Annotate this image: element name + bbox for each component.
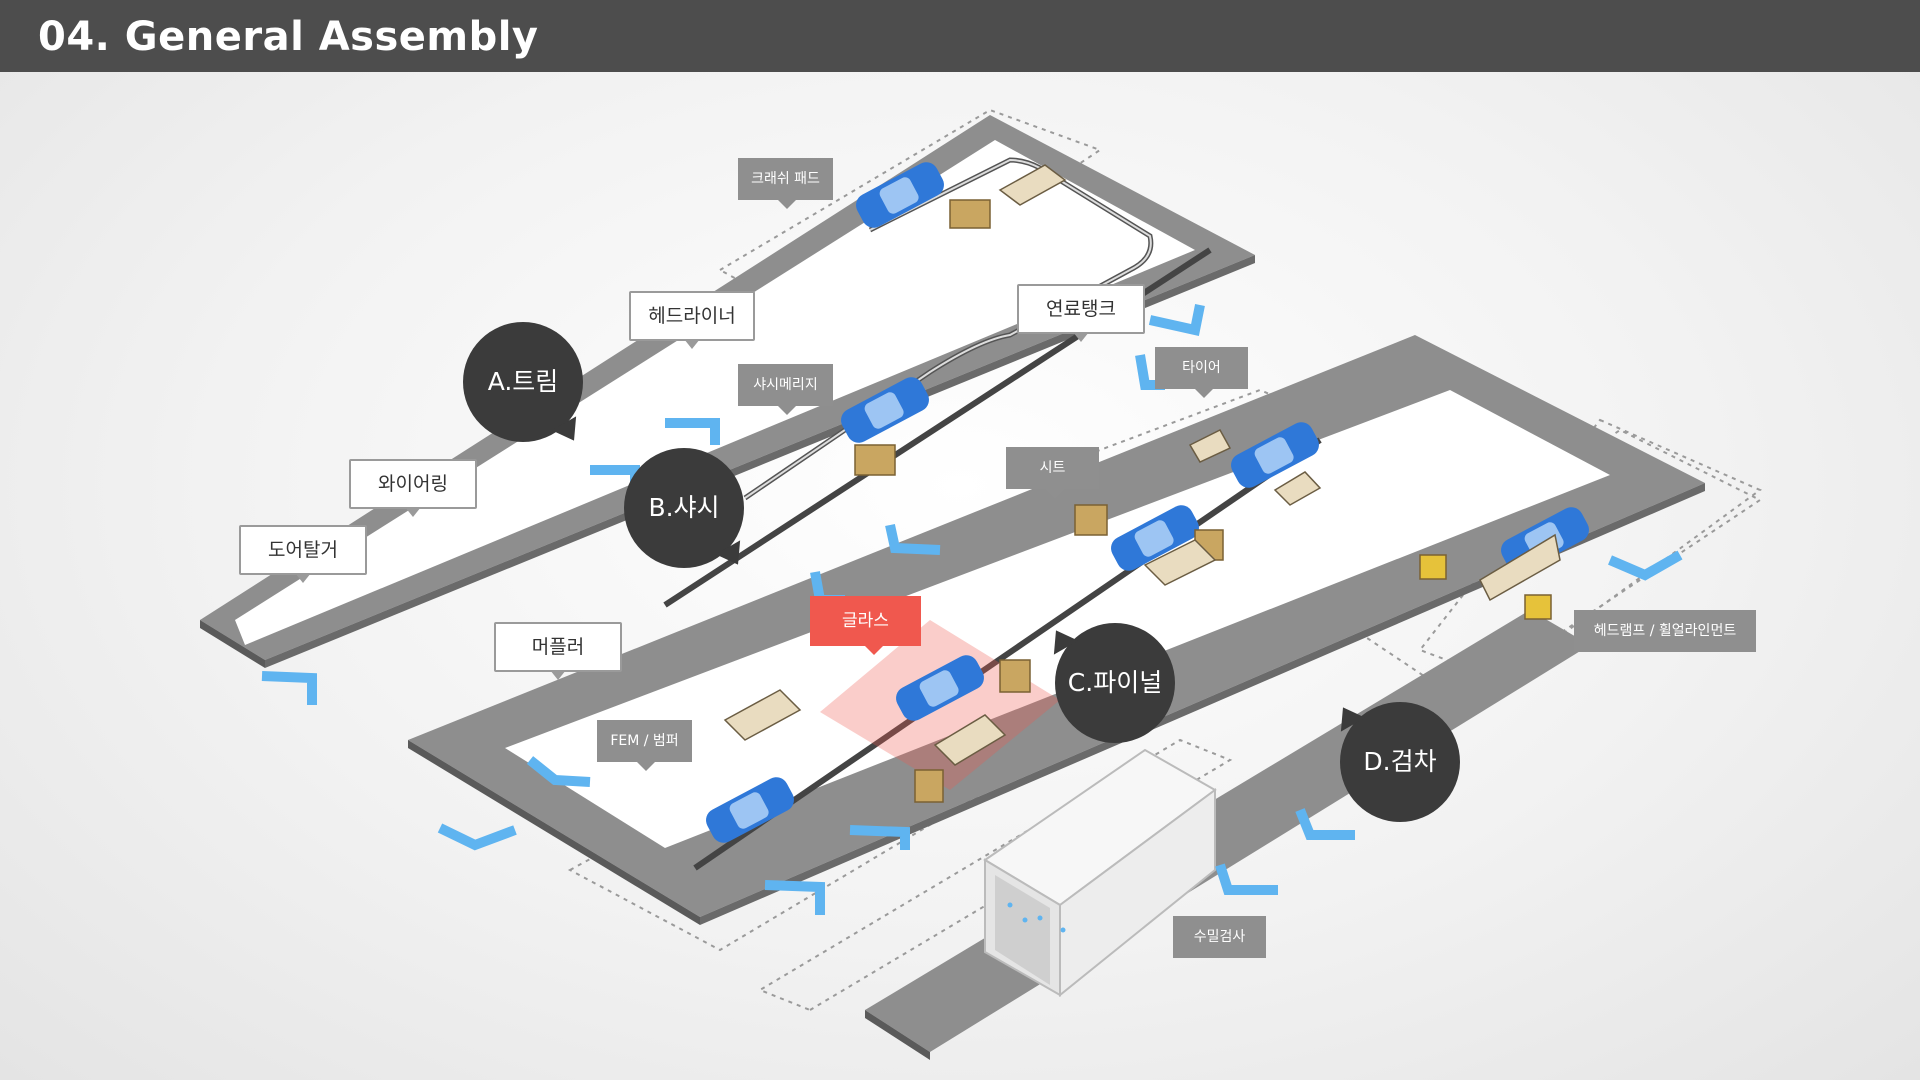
callout-headliner-text: 헤드라이너 [648,305,736,327]
callout-pointer [1195,389,1213,398]
trim-line-track [200,115,1255,668]
parts-rack-icon [723,164,1561,766]
callout-fem-bumper: FEM / 범퍼 [597,720,692,771]
robot-arm-icon [854,199,1552,803]
callout-pointer [405,507,421,517]
water-test-tunnel-icon [983,748,1217,998]
callout-pointer [637,762,655,771]
callout-chassis-marriage: 샤시메리지 [738,364,833,415]
callout-pointer [1046,489,1064,498]
callout-crash-pad: 크래쉬 패드 [738,158,833,209]
zone-final-label: C.파이널 [1067,668,1163,697]
zone-chassis-label: B.샤시 [648,493,720,522]
callout-fuel-tank-text: 연료탱크 [1046,298,1116,320]
callout-glass: 글라스 [810,596,921,655]
callout-crash-pad-text: 크래쉬 패드 [751,171,820,187]
callout-door-mount-text: 도어탈거 [268,539,338,561]
callout-wiring-text: 와이어링 [378,473,448,495]
callout-seat: 시트 [1006,447,1099,498]
callout-fuel-tank: 연료탱크 [1017,284,1145,342]
callout-headlamp-wheel-alignment: 헤드램프 / 휠얼라인먼트 [1574,610,1756,652]
zone-trim-label: A.트림 [487,367,559,396]
title-bar: 04. General Assembly [0,0,1920,72]
zone-bubble-chassis: B.샤시 [624,448,751,572]
callout-water-test: 수밀검사 [1173,916,1266,958]
callout-pointer [684,339,700,349]
callout-chassis-marriage-text: 샤시메리지 [753,377,818,393]
callout-seat-text: 시트 [1039,460,1066,476]
callout-headlamp-wheel-alignment-text: 헤드램프 / 휠얼라인먼트 [1593,623,1737,639]
zone-inspection-label: D.검차 [1363,747,1437,776]
callout-muffler-text: 머플러 [531,636,585,658]
callout-pointer [865,646,883,655]
callout-pointer [778,406,796,415]
callout-door-mount: 도어탈거 [239,525,367,583]
callout-tire: 타이어 [1155,347,1248,398]
callout-wiring: 와이어링 [349,459,477,517]
zone-bubble-inspection: D.검차 [1330,700,1460,822]
callout-tire-text: 타이어 [1182,360,1221,376]
zone-bubble-final: C.파이널 [1043,623,1175,743]
callout-headliner: 헤드라이너 [629,291,755,349]
callout-pointer [295,573,311,583]
callout-glass-text: 글라스 [842,611,889,631]
page-title: 04. General Assembly [38,14,539,60]
callout-pointer [1073,332,1089,342]
callout-fem-bumper-text: FEM / 범퍼 [610,733,679,749]
zone-bubble-trim: A.트림 [463,322,587,448]
callout-pointer [550,670,566,680]
callout-water-test-text: 수밀검사 [1193,929,1246,945]
callout-pointer [778,200,796,209]
callout-muffler: 머플러 [494,622,622,680]
